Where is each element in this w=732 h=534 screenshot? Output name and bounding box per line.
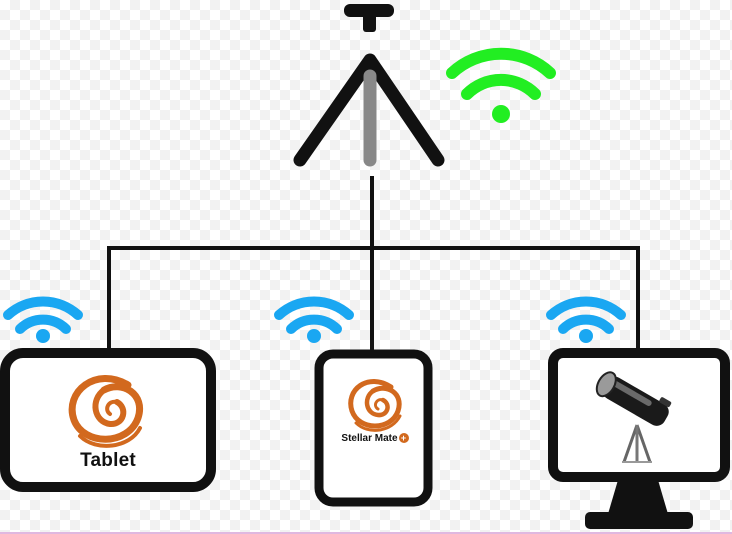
stellarmate-device xyxy=(314,349,433,507)
stellarmate-swirl-logo-icon xyxy=(348,379,402,432)
tablet-wifi-icon xyxy=(3,296,83,343)
stellarmate-label-text: Stellar Mate xyxy=(341,433,398,444)
antenna-cap-stem xyxy=(363,10,376,32)
desktop-monitor xyxy=(548,348,730,529)
stellarmate-plus-badge: + xyxy=(398,433,409,444)
stellarmate-label: Stellar Mate+ xyxy=(330,433,420,444)
bottom-strip xyxy=(0,532,732,534)
antenna-legs xyxy=(293,53,445,167)
tablet-device xyxy=(0,348,216,492)
stellarmate-wifi-icon xyxy=(274,296,354,343)
antenna-icon xyxy=(293,4,445,167)
tablet-swirl-logo-icon xyxy=(68,375,144,448)
desktop-wifi-icon xyxy=(546,296,626,343)
tablet-label: Tablet xyxy=(80,450,136,471)
router-wifi-icon xyxy=(446,47,556,123)
connection-lines xyxy=(107,176,640,352)
monitor-neck xyxy=(608,480,668,514)
monitor-base xyxy=(585,512,693,529)
telescope-icon xyxy=(595,371,672,463)
